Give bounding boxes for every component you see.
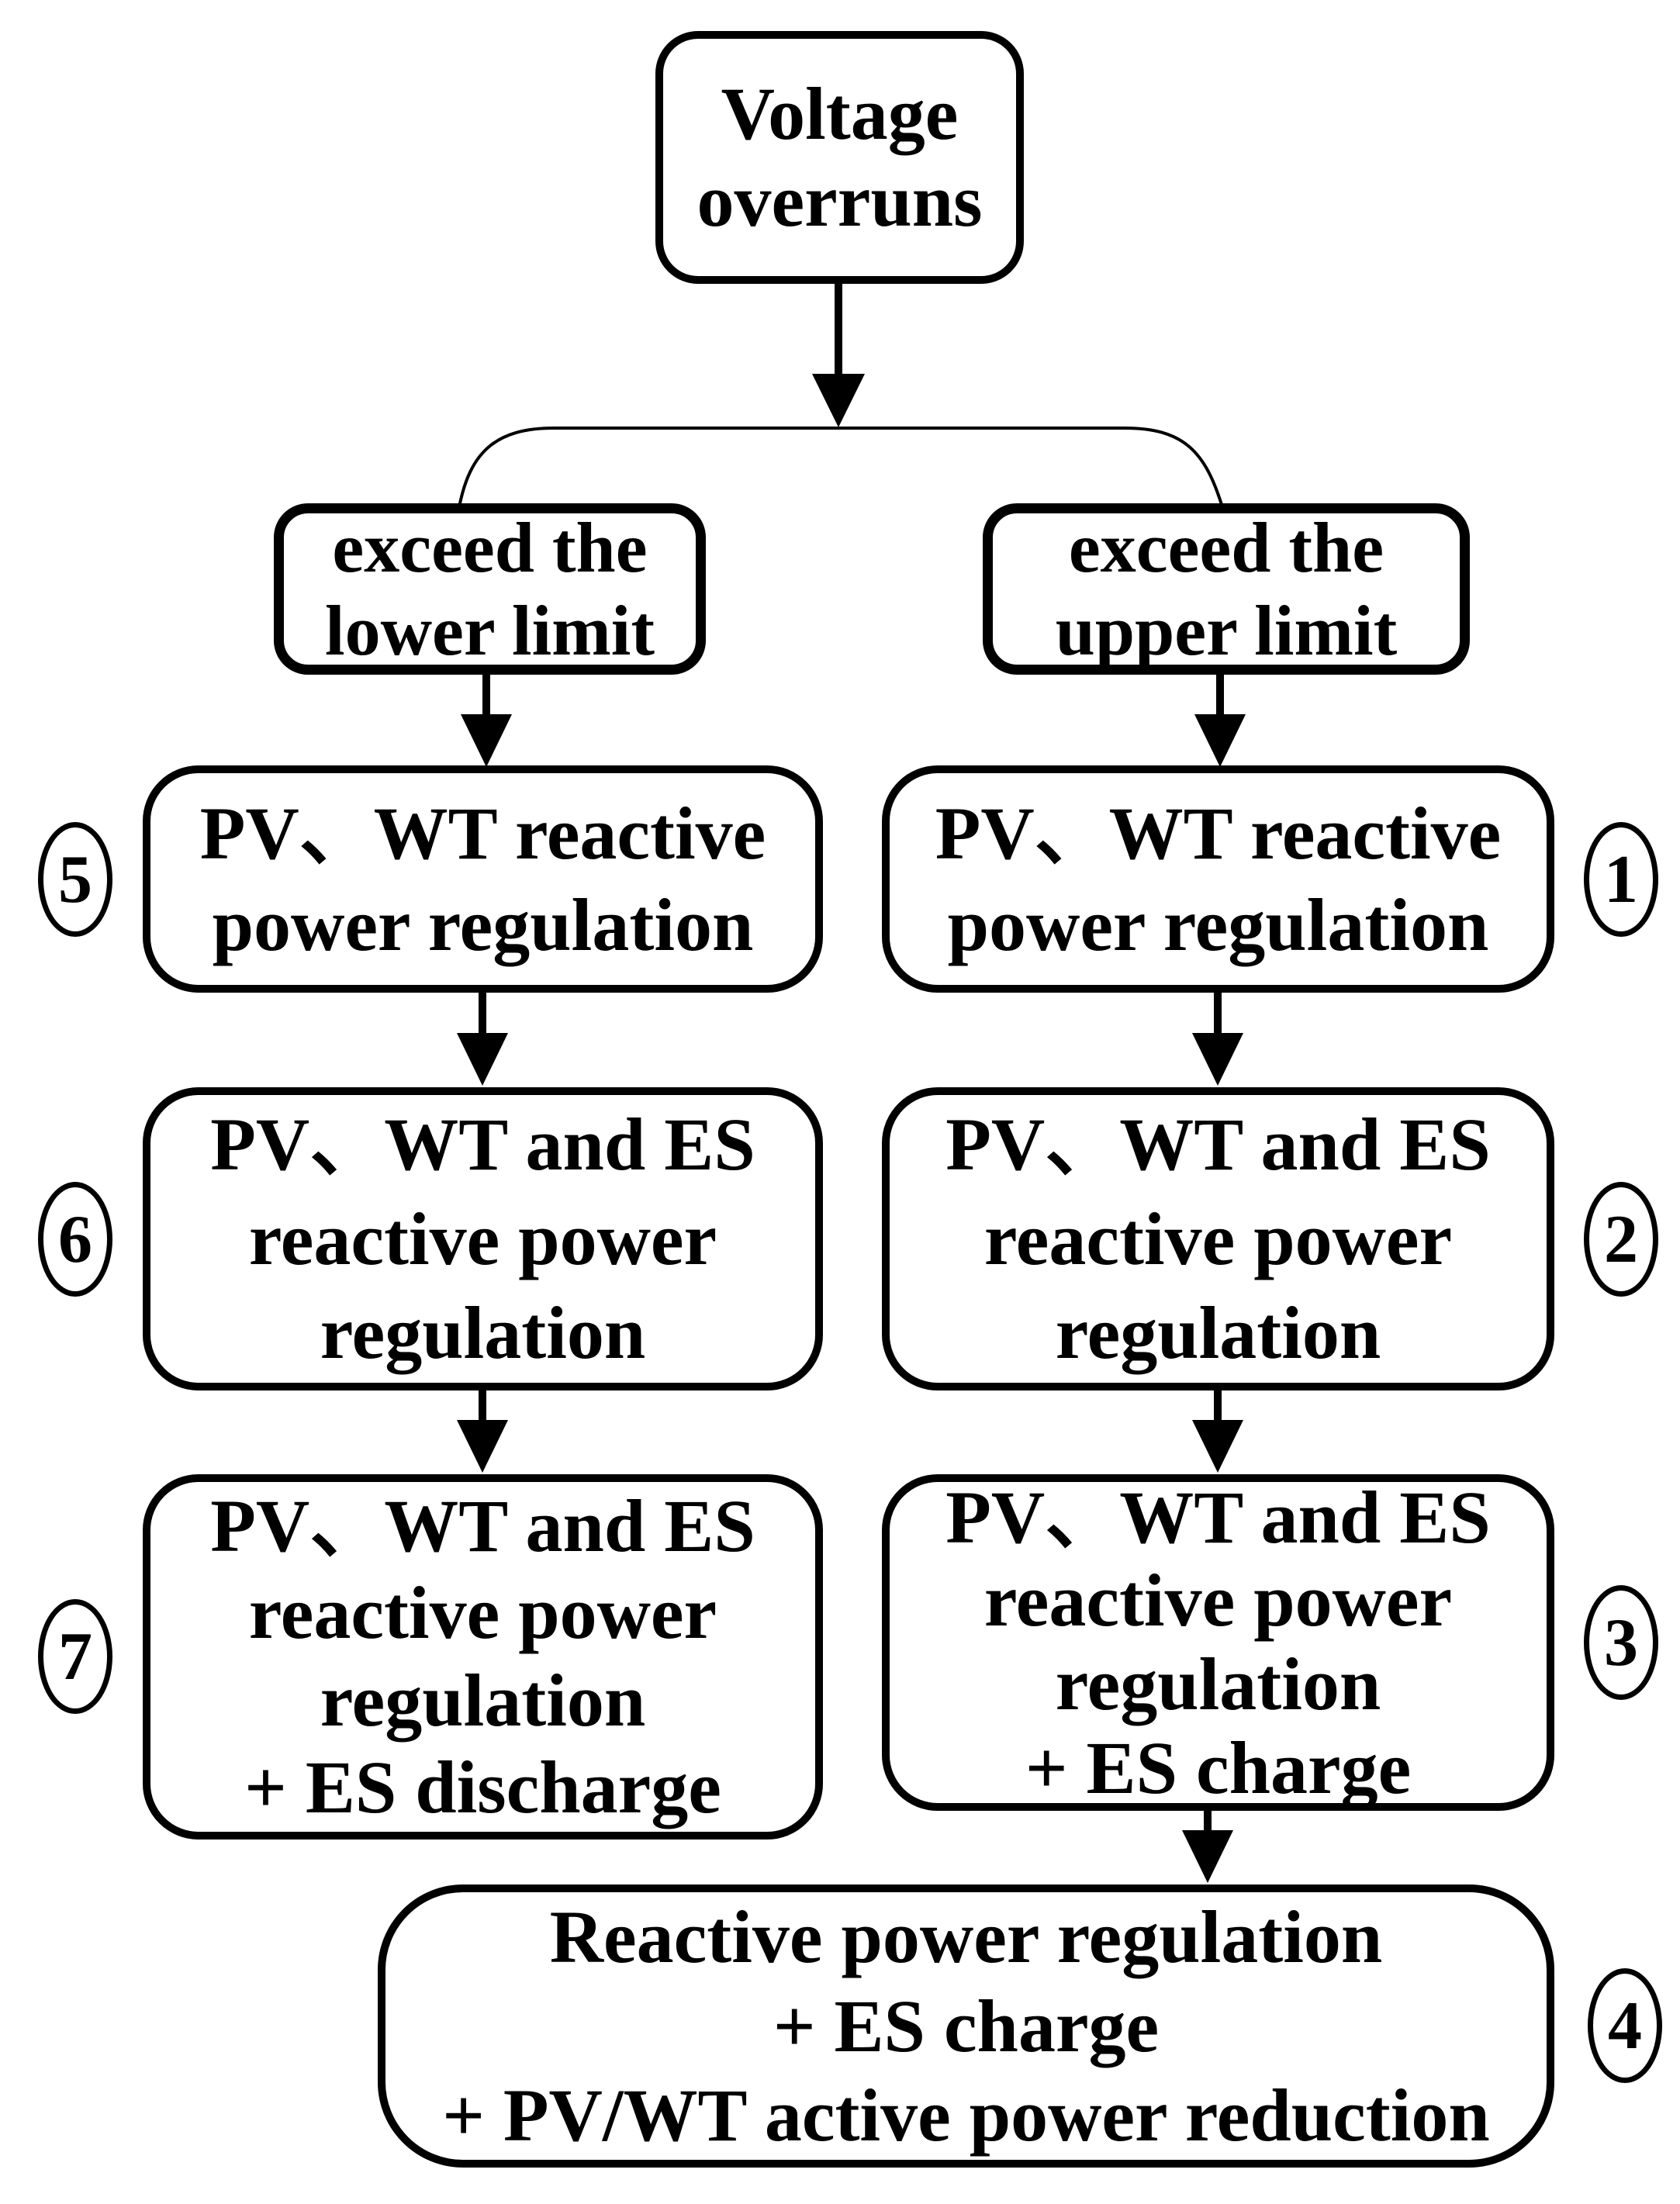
node-exceed-lower-limit: exceed the lower limit (274, 503, 706, 675)
arrow-lower-head-icon (461, 714, 512, 767)
node-exceed-upper-limit-label: exceed the upper limit (1055, 507, 1398, 670)
circled-number-6: 6 (38, 1182, 112, 1297)
node-step-1-label: PV、WT reactive power regulation (935, 792, 1502, 966)
node-exceed-upper-limit: exceed the upper limit (983, 503, 1470, 675)
arrow-s2-s3-head-icon (1192, 1420, 1243, 1473)
arrow-top-head-icon (812, 374, 865, 427)
arrow-upper-head-icon (1194, 714, 1246, 767)
arrow-s1-s2-head-icon (1192, 1033, 1243, 1086)
node-exceed-lower-limit-label: exceed the lower limit (325, 507, 655, 670)
node-step-6-label: PV、WT and ES reactive power regulation (210, 1102, 755, 1375)
node-step-5: PV、WT reactive power regulation (143, 765, 823, 993)
circled-number-5: 5 (38, 822, 112, 937)
node-step-6: PV、WT and ES reactive power regulation (143, 1087, 823, 1390)
split-connector (458, 427, 1224, 508)
node-voltage-overruns-label: Voltage overruns (697, 71, 983, 242)
node-step-3: PV、WT and ES reactive power regulation +… (882, 1474, 1554, 1811)
node-step-2-label: PV、WT and ES reactive power regulation (945, 1102, 1491, 1375)
circled-number-1-digit: 1 (1604, 841, 1638, 917)
circled-number-1: 1 (1584, 822, 1658, 937)
node-step-2: PV、WT and ES reactive power regulation (882, 1087, 1554, 1390)
arrow-s6-s7-head-icon (457, 1420, 508, 1473)
circled-number-3-digit: 3 (1604, 1605, 1638, 1681)
node-step-5-label: PV、WT reactive power regulation (199, 792, 766, 966)
node-step-4-label: Reactive power regulation + ES charge + … (442, 1895, 1490, 2157)
arrow-s5-s6-head-icon (457, 1033, 508, 1086)
circled-number-4: 4 (1588, 1968, 1662, 2083)
circled-number-7-digit: 7 (58, 1618, 92, 1694)
node-step-3-label: PV、WT and ES reactive power regulation +… (945, 1475, 1491, 1809)
circled-number-6-digit: 6 (58, 1201, 92, 1277)
circled-number-2-digit: 2 (1604, 1201, 1638, 1277)
circled-number-3: 3 (1584, 1585, 1658, 1700)
node-voltage-overruns: Voltage overruns (655, 31, 1024, 284)
node-step-7-label: PV、WT and ES reactive power regulation +… (210, 1484, 755, 1829)
circled-number-2: 2 (1584, 1182, 1658, 1297)
circled-number-5-digit: 5 (58, 841, 92, 917)
node-step-7: PV、WT and ES reactive power regulation +… (143, 1474, 823, 1840)
node-step-1: PV、WT reactive power regulation (882, 765, 1554, 993)
arrow-s3-s4-head-icon (1182, 1830, 1233, 1883)
circled-number-7: 7 (38, 1599, 112, 1714)
circled-number-4-digit: 4 (1608, 1988, 1642, 2064)
node-step-4: Reactive power regulation + ES charge + … (378, 1884, 1554, 2168)
